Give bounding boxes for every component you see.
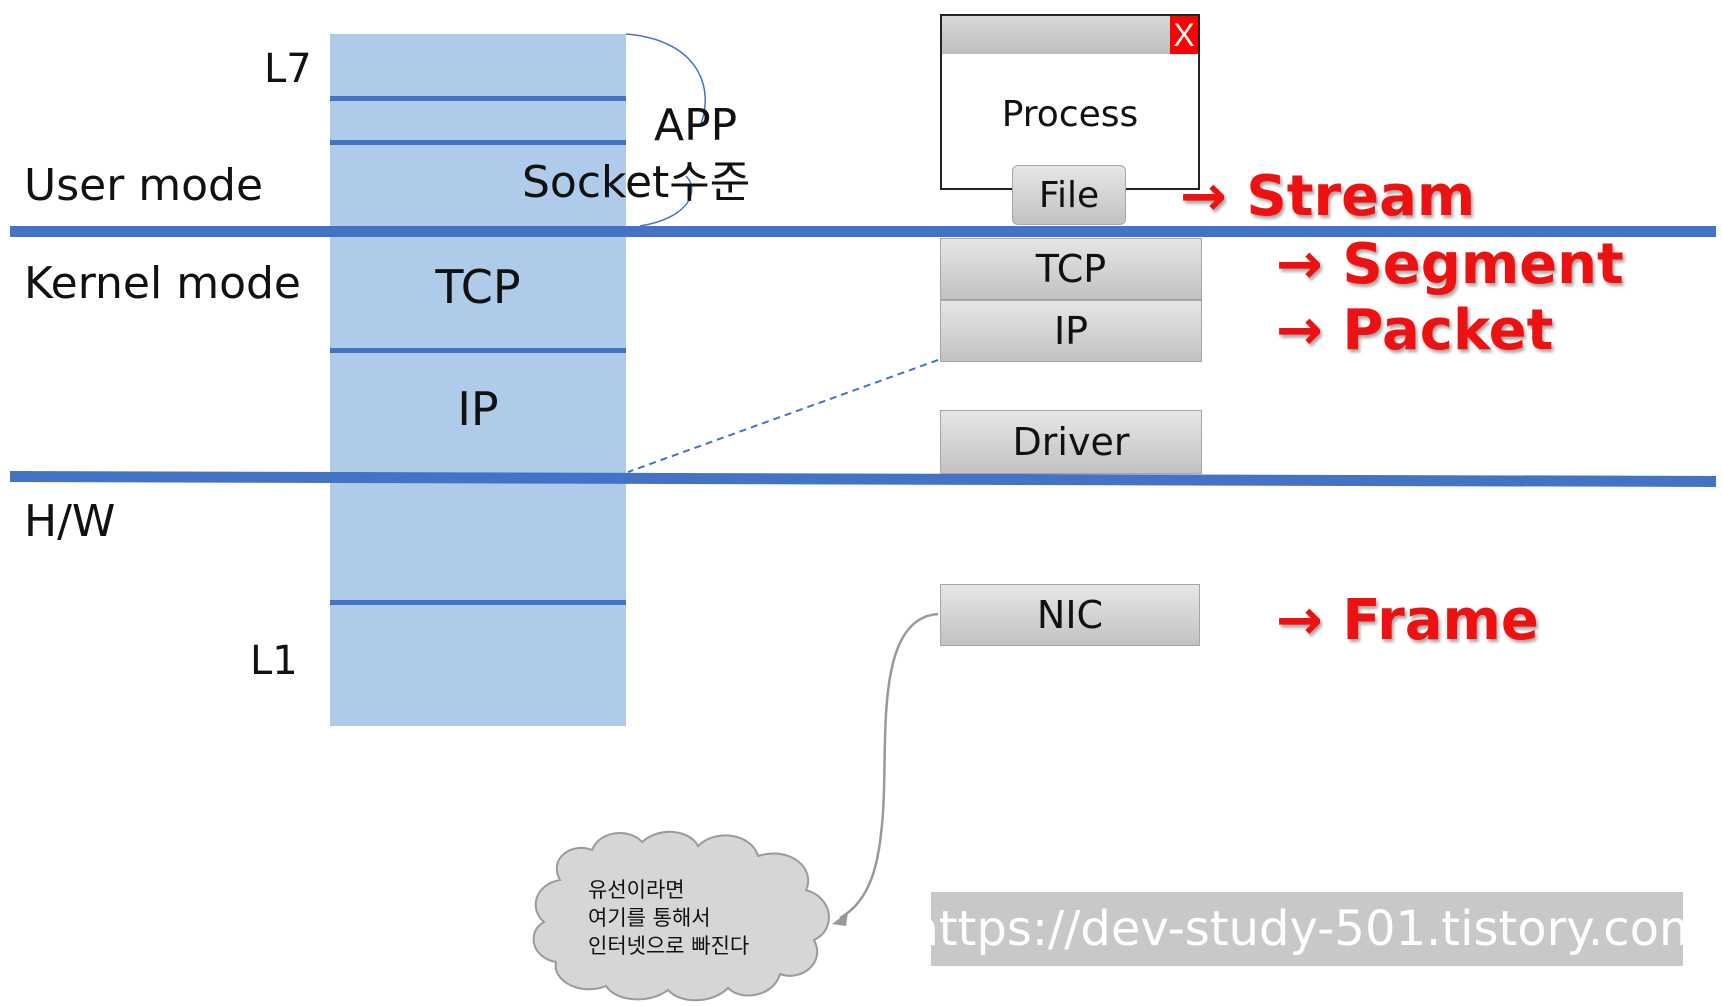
osi-stack (330, 34, 626, 726)
process-window: X Process (940, 14, 1200, 190)
stack-divider (330, 96, 626, 101)
process-label: Process (1001, 94, 1139, 135)
frame-label: → Frame (1276, 588, 1539, 653)
stack-divider (330, 140, 626, 145)
segment-label: → Segment (1276, 232, 1624, 297)
cloud-line: 여기를 통해서 (588, 906, 711, 930)
stack-divider (330, 600, 626, 605)
nic-arrowhead (832, 912, 848, 926)
cloud-shape (532, 830, 830, 1002)
packet-label: → Packet (1276, 298, 1554, 363)
tcp-box: TCP (940, 238, 1202, 300)
app-label: APP (654, 100, 738, 151)
stack-ip-label: IP (457, 382, 499, 436)
kernel-hw-boundary (10, 471, 1716, 487)
dashed-connector (627, 359, 939, 473)
stack-divider (330, 348, 626, 353)
process-titlebar: X (942, 16, 1198, 54)
nic-box: NIC (940, 584, 1200, 646)
cloud-line: 인터넷으로 빠진다 (588, 934, 750, 958)
kernel-mode-label: Kernel mode (24, 258, 301, 309)
cloud-line: 유선이라면 (588, 878, 685, 902)
socket-arc (625, 33, 706, 227)
stack-tcp-label: TCP (435, 260, 521, 314)
ip-box: IP (940, 300, 1202, 362)
socket-label: Socket수준 (522, 157, 751, 208)
close-icon[interactable]: X (1170, 16, 1198, 54)
nic-arrow (839, 612, 939, 920)
user-kernel-boundary (10, 226, 1716, 237)
file-box: File (1012, 165, 1126, 225)
user-mode-label: User mode (24, 160, 264, 211)
watermark-url: https://dev-study-501.tistory.com (908, 892, 1706, 966)
layer-l7-label: L7 (264, 46, 312, 92)
stream-label: → Stream (1180, 164, 1476, 229)
hw-label: H/W (24, 496, 116, 547)
cloud-note: 유선이라면 여기를 통해서 인터넷으로 빠진다 (588, 876, 749, 960)
layer-l1-label: L1 (250, 638, 298, 684)
driver-box: Driver (940, 410, 1202, 474)
